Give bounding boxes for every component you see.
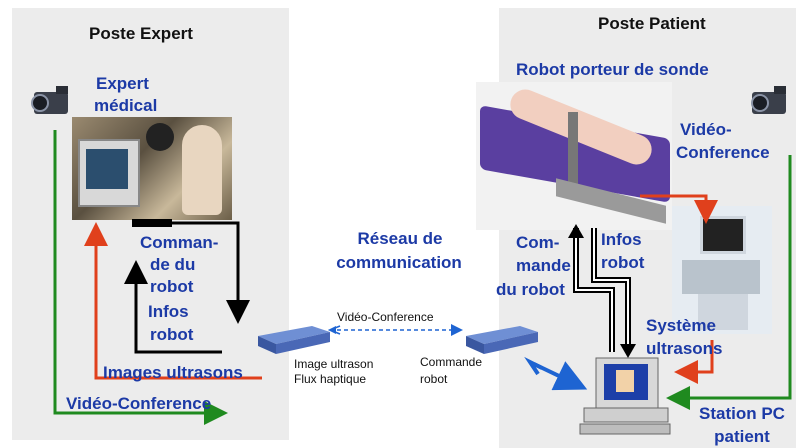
patient-infos-line1: Infos [601, 230, 642, 249]
expert-command-line3: robot [150, 277, 194, 296]
right-video-arrow [666, 155, 792, 410]
pc-station-line1: Station PC [699, 404, 785, 423]
camcorder-icon-left [31, 86, 68, 114]
right-red-arrow-2 [674, 340, 714, 384]
haptic-device [146, 123, 174, 151]
left-video-arrow [53, 130, 228, 425]
pc-station-icon [579, 357, 671, 435]
expert-video-label: Vidéo-Conference [66, 394, 212, 413]
expert-command-line2: de du [150, 255, 196, 274]
pc-station-line2: patient [714, 427, 770, 446]
expert-photo [72, 117, 232, 220]
expert-infos-line1: Infos [148, 302, 189, 321]
robot-patient-image [476, 82, 672, 230]
robot-arm [568, 112, 578, 192]
ultrasound-console [682, 260, 760, 294]
patient-video-line2: Conference [676, 143, 770, 162]
patient-command-line2: mande [516, 256, 571, 275]
modem-left [258, 326, 330, 354]
expert-label-line1: Expert [96, 74, 149, 93]
ultrasound-base [698, 294, 748, 330]
expert-person [182, 125, 222, 215]
left-modem-label-line2: Flux haptique [294, 372, 367, 386]
right-modem-label-line2: robot [420, 372, 448, 386]
expert-infos-line2: robot [150, 325, 194, 344]
patient-infos-line2: robot [601, 253, 645, 272]
patient-station-title: Poste Patient [598, 14, 706, 33]
patient-command-line1: Com- [516, 233, 560, 252]
images-ultrasons-label: Images ultrasons [103, 363, 243, 382]
expert-station-title: Poste Expert [89, 24, 193, 43]
network-title-line1: Réseau de [357, 229, 443, 248]
modem-right [466, 326, 538, 354]
patient-command-line3: du robot [496, 280, 565, 299]
left-infos-arrow [124, 260, 222, 354]
ultrasound-system-line2: ultrasons [646, 339, 723, 358]
network-title-line2: communication [336, 253, 462, 272]
expert-monitor [78, 139, 140, 207]
right-modem-label-line1: Commande [420, 355, 483, 369]
expert-command-line1: Comman- [140, 233, 219, 252]
left-images-arrow [84, 222, 262, 380]
camcorder-icon-right [751, 86, 786, 114]
network-video-label: Vidéo-Conference [337, 310, 434, 324]
expert-label-line2: médical [94, 96, 158, 115]
left-modem-label-line1: Image ultrason [294, 357, 374, 371]
right-red-arrow-1 [640, 194, 718, 224]
robot-label: Robot porteur de sonde [516, 60, 709, 79]
patient-video-line1: Vidéo- [680, 120, 732, 139]
ultrasound-system-line1: Système [646, 316, 716, 335]
